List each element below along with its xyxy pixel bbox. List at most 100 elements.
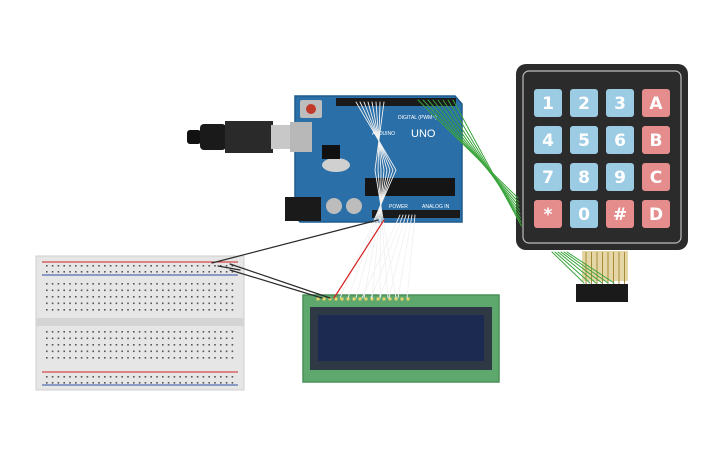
power-analog-header	[372, 210, 460, 218]
wire[interactable]	[371, 101, 385, 299]
keypad-key-label: 2	[578, 94, 590, 114]
power-label: POWER	[389, 204, 408, 210]
keypad-key-cap	[570, 89, 598, 117]
wire[interactable]	[363, 101, 388, 299]
ribbon-cable	[582, 251, 628, 281]
keypad-key[interactable]: D	[642, 200, 670, 228]
keypad-key-label: 5	[578, 131, 590, 151]
keypad-key[interactable]: 4	[534, 126, 562, 154]
lcd-display[interactable]	[302, 294, 500, 383]
wire[interactable]	[333, 219, 385, 299]
wire[interactable]	[217, 265, 241, 271]
wire[interactable]	[375, 101, 382, 299]
wire[interactable]	[388, 214, 410, 299]
wire[interactable]	[211, 219, 379, 264]
wire[interactable]	[229, 263, 331, 299]
wire[interactable]	[417, 99, 519, 199]
wire[interactable]	[229, 269, 323, 299]
capacitor-2	[346, 198, 362, 214]
brand-label: ARDUINO	[372, 131, 395, 137]
keypad-key-cap	[642, 163, 670, 191]
wire[interactable]	[452, 99, 522, 227]
keypad-key[interactable]: #	[606, 200, 634, 228]
wire[interactable]	[432, 99, 520, 211]
keypad-key-label: 7	[542, 168, 554, 188]
keypad-key-cap	[606, 200, 634, 228]
usb-plug-grip	[200, 124, 226, 150]
keypad-key-cap	[642, 89, 670, 117]
capacitor-1	[326, 198, 342, 214]
keypad-key-label: 0	[578, 205, 590, 225]
keypad-key[interactable]: 0	[570, 200, 598, 228]
usb-plug-body	[225, 121, 273, 153]
keypad-key-label: 9	[614, 168, 626, 188]
keypad-key-cap	[606, 163, 634, 191]
keypad-key-cap	[534, 163, 562, 191]
wire[interactable]	[437, 99, 521, 215]
keypad-key-label: 4	[542, 131, 554, 151]
wire[interactable]	[379, 214, 407, 299]
wire[interactable]	[370, 214, 404, 299]
usb-chip	[322, 145, 340, 159]
keypad-key[interactable]: 3	[606, 89, 634, 117]
wire[interactable]	[347, 101, 394, 299]
arduino-board[interactable]: DIGITAL (PWM~) ARDUINO UNO POWER ANALOG …	[285, 95, 463, 223]
keypad-key-label: B	[650, 131, 663, 151]
breadboard-holes	[46, 265, 234, 384]
center-channel	[36, 318, 244, 326]
wire[interactable]	[361, 214, 401, 299]
keypad-key-cap	[570, 163, 598, 191]
keypad-key[interactable]: A	[642, 89, 670, 117]
keypad-key[interactable]: B	[642, 126, 670, 154]
power-jack	[285, 197, 321, 221]
keypad-key-cap	[534, 200, 562, 228]
atmega-chip	[365, 178, 455, 196]
wire[interactable]	[422, 99, 519, 203]
wire[interactable]	[397, 214, 413, 299]
keypad-key-label: C	[650, 168, 662, 188]
keypad-key[interactable]: 8	[570, 163, 598, 191]
keypad-key[interactable]: C	[642, 163, 670, 191]
keypad-key-cap	[606, 126, 634, 154]
keypad-key[interactable]: 7	[534, 163, 562, 191]
wire[interactable]	[427, 99, 520, 207]
wire[interactable]	[560, 251, 603, 284]
wire[interactable]	[339, 101, 397, 299]
wire[interactable]	[566, 251, 615, 284]
breadboard[interactable]	[35, 255, 245, 391]
usb-port	[290, 122, 312, 152]
keypad-key-cap	[606, 89, 634, 117]
wire[interactable]	[377, 101, 389, 299]
keypad-key-label: 1	[542, 94, 554, 114]
wire[interactable]	[551, 251, 585, 284]
wire[interactable]	[374, 101, 397, 299]
wire[interactable]	[563, 251, 609, 284]
keypad-key-cap	[534, 126, 562, 154]
keypad-key[interactable]: 6	[606, 126, 634, 154]
keypad-key-label: 3	[614, 94, 626, 114]
keypad-key-cap	[642, 126, 670, 154]
wire[interactable]	[442, 99, 521, 219]
wire[interactable]	[406, 214, 416, 299]
wire[interactable]	[355, 101, 391, 299]
keypad-connector	[576, 284, 628, 302]
keypad-key-cap	[642, 200, 670, 228]
keypad-key-label: D	[649, 205, 663, 225]
keypad-key[interactable]: 2	[570, 89, 598, 117]
usb-cable[interactable]	[187, 121, 301, 153]
wire[interactable]	[557, 251, 597, 284]
keypad-key-cap	[534, 89, 562, 117]
keypad-key[interactable]: *	[534, 200, 562, 228]
keypad-key[interactable]: 1	[534, 89, 562, 117]
lcd-screen	[318, 315, 484, 361]
wire[interactable]	[554, 251, 591, 284]
keypad-key-label: *	[544, 205, 553, 225]
keypad-key-label: #	[613, 205, 627, 225]
keypad-key-label: 6	[614, 131, 626, 151]
keypad-key[interactable]: 5	[570, 126, 598, 154]
keypad-key[interactable]: 9	[606, 163, 634, 191]
keypad-key-cap	[570, 200, 598, 228]
